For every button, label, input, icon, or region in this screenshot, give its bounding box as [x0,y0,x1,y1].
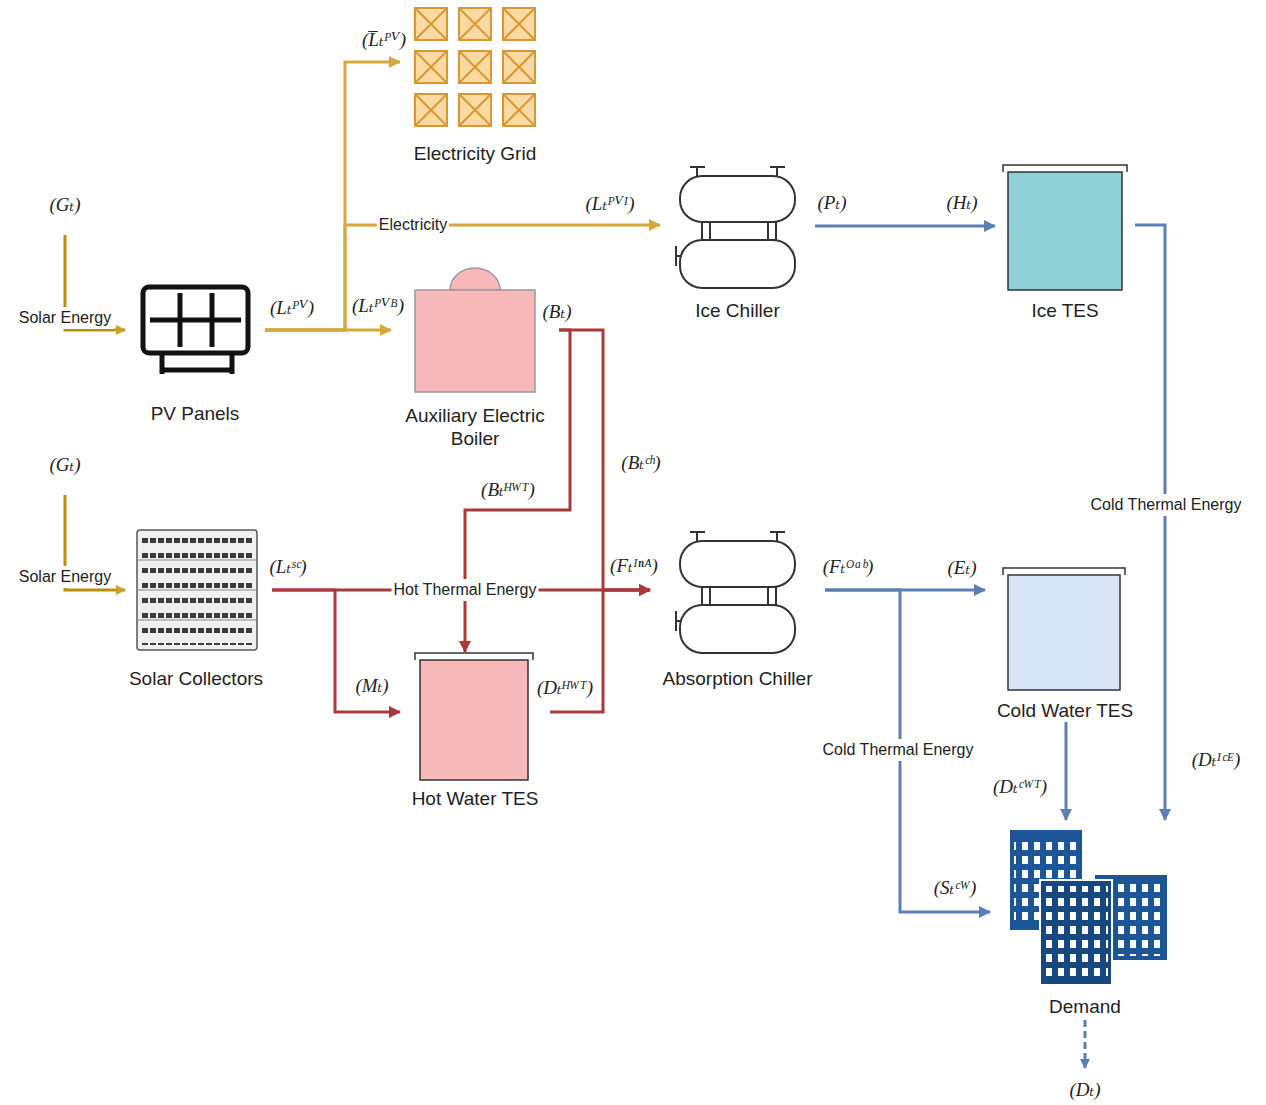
edge-label: (Dₜᴴᵂᵀ) [535,677,595,699]
signal-name: (Lₜˢᶜ) [268,556,309,578]
input-label: Solar Energy [17,566,114,588]
signal-name: (Bₜ) [541,301,574,323]
building-group: Demand [990,820,1180,1018]
flow-arrow [265,62,400,330]
node-label: Cold Water TES [995,699,1135,722]
signal-name: (Lₜᴾⱽᴵ) [584,193,637,215]
node-label: Auxiliary Electric Boiler [391,404,559,450]
flow-arrow [272,590,400,712]
node-label: Hot Water TES [410,787,541,810]
signal-name: (Fₜᴵⁿᴬ) [608,555,660,577]
edge-label: (Hₜ) [944,192,979,214]
flow-arrow [465,330,570,652]
node-label: Ice Chiller [693,299,781,322]
boiler: Auxiliary Electric Boiler [391,275,559,450]
pv-panel: PV Panels [125,280,265,425]
edge-label: (Dₜᴵᶜᴱ) [1190,749,1243,771]
signal-name: (Fₜᴼᵃᵇ) [821,556,876,578]
flow-arrow [815,225,995,228]
node-label: Absorption Chiller [661,667,815,690]
node-label: PV Panels [149,402,242,425]
edge-label: (Lₜᴾⱽᴮ) [350,295,406,317]
flow-arrow [265,329,391,332]
edge-label: (Mₜ) [353,675,390,697]
node-label: Electricity Grid [412,142,538,165]
node-label: Demand [1047,995,1123,1018]
edge-label: (L̅ₜᴾⱽ) [360,29,408,51]
signal-name: (Dₜ) [1067,1079,1102,1101]
storage-tank: Cold Water TES [985,562,1145,722]
edge-label: Hot Thermal Energy [392,579,539,601]
flow-arrow [265,225,660,330]
signal-name: (Gₜ) [47,194,82,216]
storage-tank: Ice TES [995,160,1135,322]
node-label: Ice TES [1029,299,1100,322]
input-label: Solar Energy [17,307,114,329]
storage-tank: Hot Water TES [400,652,550,810]
edge-label: (Eₜ) [946,557,979,579]
edge-label: (Bₜᴴᵂᵀ) [479,479,537,501]
grid-icon: Electricity Grid [400,5,550,165]
edge-label: (Dₜᶜᵂᵀ) [991,776,1049,798]
chiller: Ice Chiller [660,160,815,322]
signal-name: (Gₜ) [47,454,82,476]
flow-label: Cold Thermal Energy [1089,494,1244,516]
node-label: Solar Collectors [127,667,265,690]
edge-label: (Sₜᶜᵂ) [932,877,979,899]
edge-label: (Bₜᶜʰ) [619,452,662,474]
flow-label: Cold Thermal Energy [821,739,976,761]
signal-name: (Lₜᴾⱽ) [268,297,316,319]
flow-arrow [1065,722,1068,820]
flow-arrow [1135,225,1165,820]
signal-name: (Pₜ) [816,192,849,214]
solar-collector: Solar Collectors [120,525,272,690]
edge-label: Electricity [377,214,449,236]
chiller: Absorption Chiller [650,525,825,690]
